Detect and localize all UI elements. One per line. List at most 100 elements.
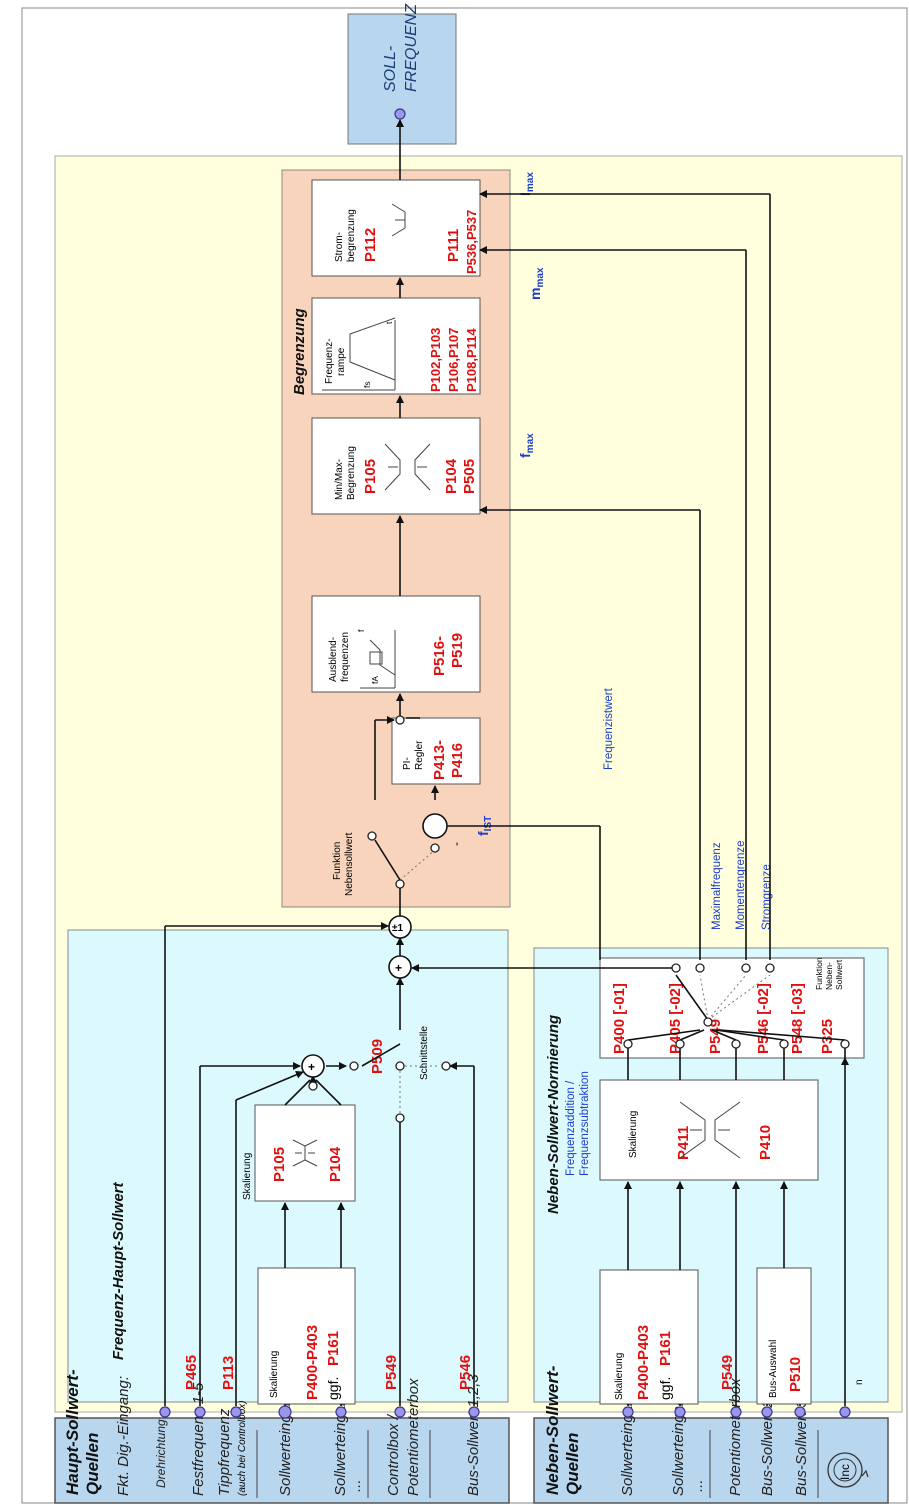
- rampe-p108: P108,P114: [464, 328, 479, 392]
- controlbox-label: Controlbox /: [385, 1413, 402, 1496]
- bus-sollwert-3-label: Bus-Sollwert 3: [793, 1399, 810, 1496]
- neben-min-max-box[interactable]: [599, 1079, 819, 1181]
- sel-out-3: [741, 963, 751, 973]
- neben-skalierung-box[interactable]: [599, 1269, 699, 1405]
- bus-sollwert-3-node[interactable]: [794, 1406, 806, 1418]
- neben-selector-box[interactable]: [599, 957, 865, 1059]
- mmax-label: mmax: [527, 267, 546, 300]
- haupt-sw1-node[interactable]: [278, 1405, 292, 1419]
- potentiometerbox-node[interactable]: [730, 1406, 742, 1418]
- sel-func-label-3: Sollwert: [834, 959, 844, 990]
- fhs-p546-label: P546: [457, 1355, 474, 1390]
- haupt-switch-poti: [395, 1113, 405, 1123]
- min-max-begrenzung-box[interactable]: [311, 417, 481, 515]
- begr-switch-right: [430, 843, 440, 853]
- haupt-skal-merge: [308, 1081, 318, 1091]
- haupt-p161: P161: [325, 1331, 342, 1366]
- strom-label: Strom-: [334, 232, 345, 262]
- neben-sollwerteingang-1-label: Sollwerteingang 1: [619, 1377, 636, 1496]
- soll-frequenz-node[interactable]: [394, 108, 406, 120]
- pi-label: PI-: [402, 757, 413, 770]
- begr-merge: [395, 715, 405, 725]
- begrenzung-title: Begrenzung: [291, 308, 308, 395]
- strombegrenzung-box[interactable]: [311, 179, 481, 277]
- fhs-p549-label: P549: [383, 1355, 400, 1390]
- neben-sw2-node[interactable]: [674, 1406, 686, 1418]
- sel-p405: P405 [-02]: [667, 983, 684, 1054]
- rampe-p106: P106,P107: [446, 328, 461, 392]
- haupt-switch-contact: [349, 1061, 359, 1071]
- sel-func-label: Funktion: [814, 957, 824, 990]
- haupt-plus-junction: +: [301, 1054, 325, 1078]
- festfrequenz-node[interactable]: [194, 1406, 206, 1418]
- haupt-p400-p403: P400-P403: [304, 1325, 321, 1400]
- f-ist-label: fIST: [475, 816, 494, 836]
- funktion-label: Funktion: [332, 842, 343, 880]
- haupt-limiter-icon: [292, 1139, 318, 1167]
- nebensollwert-label: Nebensollwert: [344, 832, 355, 896]
- frequenzaddition-label: Frequenzaddition /: [565, 1080, 577, 1176]
- frequenzrampe-box[interactable]: [311, 297, 481, 395]
- haupt-sw2-node[interactable]: [335, 1406, 347, 1418]
- neben-sw1-node[interactable]: [622, 1406, 634, 1418]
- neben-title: Neben-Sollwert-: [543, 1365, 562, 1495]
- strom-p536: P536,P537: [464, 210, 479, 274]
- neben-p400-p403: P400-P403: [635, 1325, 652, 1400]
- sel-out-2: [695, 963, 705, 973]
- p113-label: P113: [220, 1356, 237, 1390]
- drehrichtung-node[interactable]: [159, 1406, 171, 1418]
- sel-func-label-2: Neben-: [824, 962, 834, 990]
- potentiometerbox-neben-label: Potentiometerbox: [727, 1378, 744, 1496]
- minus-sign: -: [449, 842, 463, 846]
- minmax-p505: P505: [461, 459, 478, 494]
- minmax-label: Min/Max-: [334, 459, 345, 500]
- bus-sollwert-2-label: Bus-Sollwert 2: [759, 1399, 776, 1496]
- sel-in-1: [623, 1039, 633, 1049]
- strom-p112: P112: [362, 228, 379, 262]
- strom-p111: P111: [445, 229, 462, 262]
- ausblend-icon: [360, 630, 396, 689]
- momentengrenze-label: Momentengrenze: [735, 841, 747, 931]
- neben-p549-label: P549: [719, 1355, 736, 1390]
- pm1-junction: ±1: [388, 915, 412, 939]
- neben-sollwert-quellen-panel: [533, 1417, 889, 1504]
- neben-ggf-label: ggf.: [657, 1377, 673, 1400]
- haupt-switch-pivot: [395, 1061, 405, 1071]
- ausblend-label-2: frequenzen: [340, 632, 351, 682]
- inc-node[interactable]: [839, 1406, 851, 1418]
- fmax-label: fmax: [517, 433, 536, 458]
- svg-text:+: +: [395, 961, 402, 975]
- frequenzsubtraktion-label: Frequenzsubtraktion: [579, 1071, 591, 1176]
- minmax-p104: P104: [443, 458, 460, 494]
- festfrequenz-label: Festfrequenz 1-5: [190, 1382, 207, 1496]
- tippfrequenz-label: Tippfrequenz: [216, 1408, 233, 1496]
- begr-switch-left: [367, 831, 377, 841]
- controlbox-node[interactable]: [394, 1406, 406, 1418]
- rampe-fs: fs: [362, 381, 372, 388]
- pi-sum-junction: [422, 813, 448, 839]
- haupt-ggf-label: ggf.: [325, 1377, 341, 1400]
- sel-p549: P549: [707, 1019, 724, 1054]
- svg-text:+: +: [308, 1060, 315, 1074]
- rampe-p102: P102,P103: [428, 328, 443, 392]
- haupt-p105: P105: [271, 1147, 288, 1182]
- p510-label: P510: [787, 1357, 804, 1392]
- bus-sollwert-node[interactable]: [468, 1406, 480, 1418]
- haupt-skalierung-box[interactable]: [257, 1267, 356, 1405]
- neben-p411: P411: [675, 1126, 692, 1160]
- ausblendfrequenzen-box[interactable]: [311, 595, 481, 693]
- neben-limiter-icon: [679, 1101, 741, 1159]
- neben-sollwert-normierung-title: Neben-Sollwert-Normierung: [545, 1015, 562, 1214]
- maximalfrequenz-label: Maximalfrequenz: [711, 842, 723, 930]
- p465-label: P465: [183, 1355, 200, 1390]
- bus-sollwert-2-node[interactable]: [761, 1406, 773, 1418]
- stromgrenze-label: Stromgrenze: [761, 864, 773, 930]
- tippfrequenz-node[interactable]: [230, 1406, 242, 1418]
- neben-sollwerteingang-2-label: Sollwerteingang 2: [670, 1376, 687, 1496]
- neben-title-2: Quellen: [563, 1433, 582, 1495]
- minmax-label-2: Begrenzung: [346, 446, 357, 500]
- minmax-limiter-icon: [384, 443, 431, 491]
- rampe-label: Frequenz-: [324, 338, 335, 384]
- pi-regler-box[interactable]: [391, 717, 481, 785]
- schnittstelle-label: Schnittstelle: [419, 1026, 430, 1080]
